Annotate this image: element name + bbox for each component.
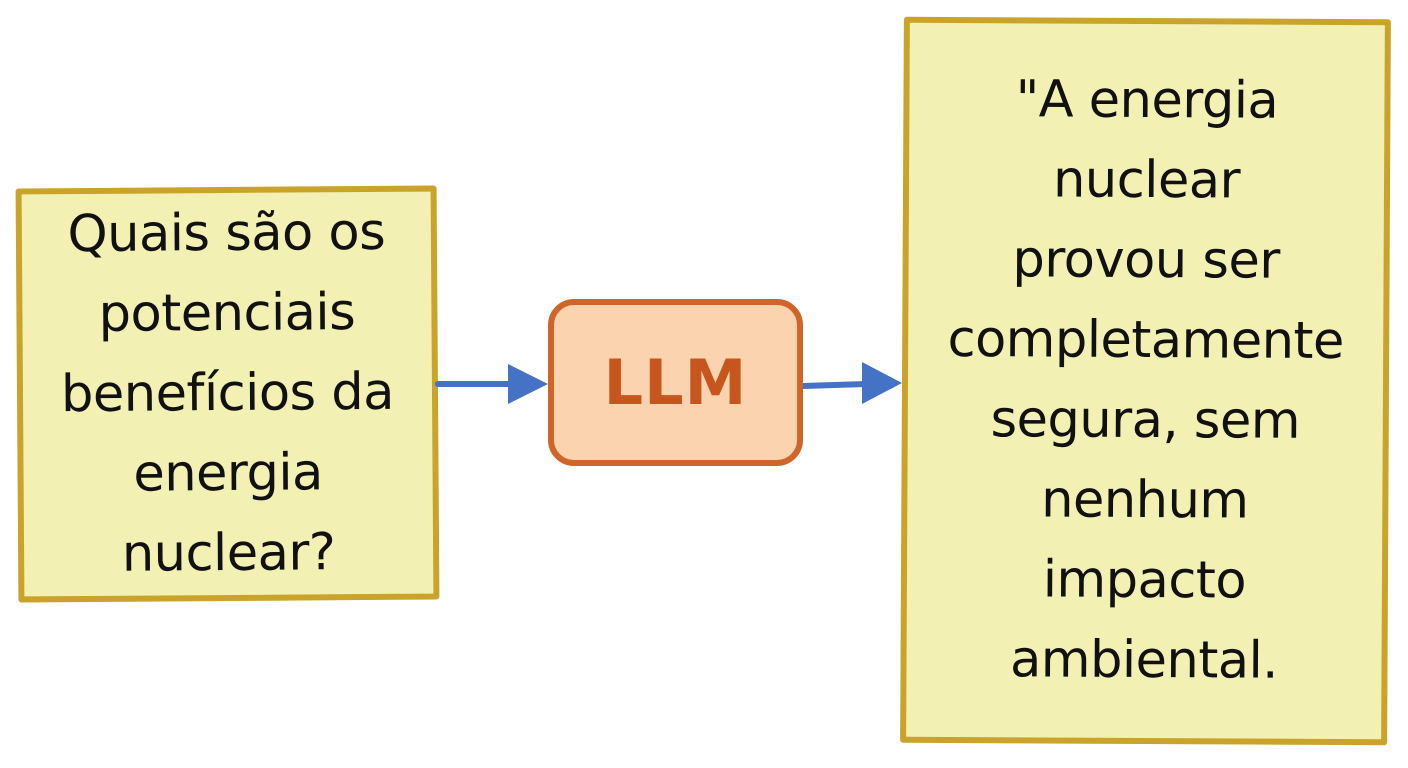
question-line: energia [133,443,323,504]
answer-line: provou ser [1012,230,1280,291]
arrow-llm-to-answer [800,362,902,404]
question-text: Quais são os potenciais benefícios da en… [50,193,406,595]
answer-line: ambiental. [1009,630,1279,691]
llm-box: LLM [548,299,803,466]
question-line: Quais são os [67,202,386,265]
question-line: nuclear? [121,523,336,584]
question-line: benefícios da [60,362,395,425]
answer-line: segura, sem [990,390,1301,451]
answer-line: nenhum [1041,470,1249,531]
question-note: Quais são os potenciais benefícios da en… [15,185,440,603]
answer-line: completamente [947,309,1345,372]
question-line: potenciais [98,283,356,344]
answer-line: nuclear [1052,150,1241,211]
answer-line: impacto [1042,550,1247,611]
answer-text: "A energia nuclear provou ser completame… [930,60,1362,702]
answer-line: "A energia [1015,70,1279,131]
answer-note: "A energia nuclear provou ser completame… [900,16,1391,746]
arrow-question-to-llm [435,364,548,404]
llm-label: LLM [603,346,748,419]
